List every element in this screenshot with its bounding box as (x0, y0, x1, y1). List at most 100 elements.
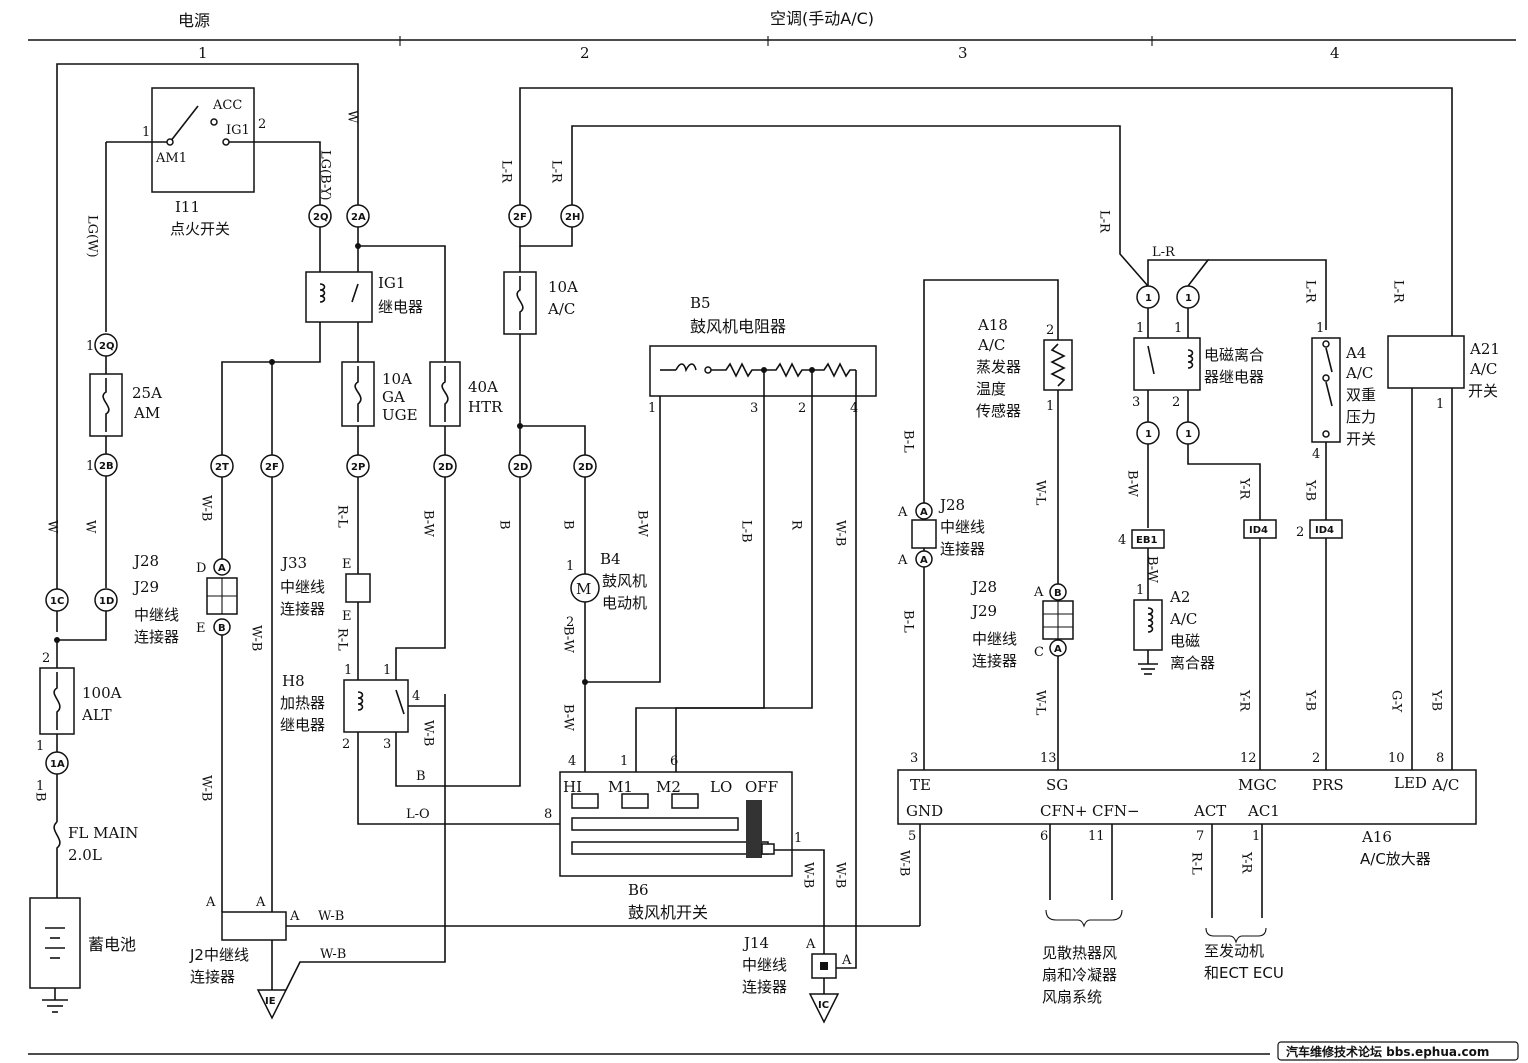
ig1-relay-name-b: 继电器 (378, 298, 423, 316)
amp-name: A/C放大器 (1360, 850, 1431, 868)
connector-label: 1 (1185, 429, 1192, 440)
magnetic-clutch: A2 A/C 电磁 离合器 (1133, 588, 1215, 675)
connector-label: EB1 (1136, 535, 1157, 546)
amp-te: TE (910, 776, 931, 794)
wire-label: B-W (635, 510, 650, 537)
wire-label: LG(W) (85, 215, 100, 258)
pin-label: 1 (620, 754, 628, 769)
pin-label: 6 (670, 754, 678, 769)
wire-bw-resistor (585, 370, 661, 683)
ground-label: IC (818, 1000, 829, 1011)
pin-label: A (805, 937, 816, 952)
heater-relay-box (343, 679, 409, 733)
pin-label: 1 (1046, 399, 1054, 414)
pressure-switch: 1 4 A4 A/C 双重 压力 开关 (1311, 321, 1376, 462)
switch-ground-tab (761, 843, 775, 855)
pin-label: A (289, 909, 300, 924)
wire-label: B-W (561, 704, 576, 731)
relay-contact (351, 283, 359, 303)
connector-1c (45, 588, 69, 612)
pin-label: 2 (798, 401, 806, 416)
switch-contact-hi (571, 793, 599, 809)
note-fan-1: 见散热器风 (1042, 944, 1117, 962)
j28-mid-name: 连接器 (940, 540, 985, 558)
relay-contact (395, 689, 405, 715)
fuse-element (354, 366, 362, 422)
junction (582, 679, 588, 685)
ac-switch-line1: A/C (1469, 360, 1497, 378)
relay-coil (357, 691, 364, 711)
fuse-name: AM (133, 404, 160, 422)
j14-name: 连接器 (742, 978, 787, 996)
blower-motor-name: 电动机 (602, 594, 647, 612)
ac-amplifier: 3 13 12 2 10 8 TE SG MGC PRS LED A/C GND… (897, 751, 1477, 868)
wire-wb-htr-relay (285, 694, 446, 991)
wire-label: Y-R (1239, 851, 1254, 875)
connector-label: A (920, 507, 928, 518)
j28-mid-id: J28 (938, 496, 965, 514)
pin-label: 1 (1316, 321, 1324, 336)
resistor-name: 鼓风机电阻器 (690, 317, 786, 336)
ac-switch-id: A21 (1469, 340, 1500, 358)
blower-switch: 4 1 6 HI M1 M2 LO OFF 8 1 B6 鼓风机开关 (544, 754, 802, 922)
switch-off-contact (746, 800, 762, 858)
fuse-element (516, 276, 524, 330)
motor-letter: M (576, 580, 591, 598)
pin-label: 7 (1196, 829, 1204, 844)
fuse-line1: GA (382, 388, 405, 406)
blower-motor-id: B4 (600, 550, 621, 568)
fuse-element (441, 366, 449, 422)
wire (836, 930, 857, 969)
evap-line1: A/C (977, 336, 1005, 354)
h8-name: 加热器 (280, 694, 325, 712)
switch-hi-label: HI (563, 778, 582, 796)
connector-b (1049, 583, 1067, 601)
wire-lr-clutch-relay (571, 125, 1149, 287)
fuse-alt: 100A ALT (39, 667, 122, 735)
connector-label: 1A (50, 759, 65, 770)
amp-led: LED (1394, 774, 1427, 792)
pin-label: 3 (750, 401, 758, 416)
blower-switch-name: 鼓风机开关 (628, 903, 708, 922)
pin-label: 2 (42, 651, 50, 666)
switch-contact-m1 (621, 793, 649, 809)
switch-contact-m2 (671, 793, 699, 809)
wire-label: L-R (1391, 280, 1406, 304)
pin-label: 4 (850, 401, 858, 416)
wire-label: W (345, 110, 360, 124)
j33-name: 连接器 (280, 600, 325, 618)
relay-contact (1147, 345, 1155, 375)
resistor-element (764, 362, 812, 378)
wire-htr-feed (358, 245, 446, 362)
wire-label: W-B (833, 862, 848, 888)
pin-label: 8 (1436, 751, 1444, 766)
amp-cfn-plus: CFN+ (1040, 802, 1088, 820)
clutch-coil (1147, 607, 1154, 633)
wire-label: W-B (833, 520, 848, 546)
junction (355, 243, 361, 249)
connector-label: B (218, 623, 226, 634)
pin-label: 2 (1172, 395, 1180, 410)
fuse-gauge: 10A GA UGE (341, 361, 418, 427)
pin-label: 1 (648, 401, 656, 416)
wire-label: B-W (561, 626, 576, 653)
wire-label: B-W (1145, 556, 1160, 583)
wire-label: G-Y (1389, 690, 1404, 713)
j2-connector (221, 911, 287, 941)
pin-label: A (897, 505, 908, 520)
blower-motor: M 1 2 B4 鼓风机 电动机 (566, 550, 647, 630)
pin-label: A (897, 553, 908, 568)
ignition-name: 点火开关 (170, 220, 230, 238)
wire (520, 425, 586, 456)
fuse-element (102, 378, 110, 432)
connector-label: 1 (1185, 293, 1192, 304)
wire-label: R-L (1189, 852, 1204, 875)
brace (1045, 909, 1123, 928)
switch-m2-label: M2 (656, 778, 681, 796)
ground-ic (808, 993, 840, 1024)
wire-label: Y-B (1303, 479, 1318, 501)
note-fan-3: 风扇系统 (1042, 988, 1102, 1006)
wire-label: W-B (199, 495, 214, 521)
pin-label: A (255, 895, 266, 910)
wire-label: W-B (897, 850, 912, 876)
